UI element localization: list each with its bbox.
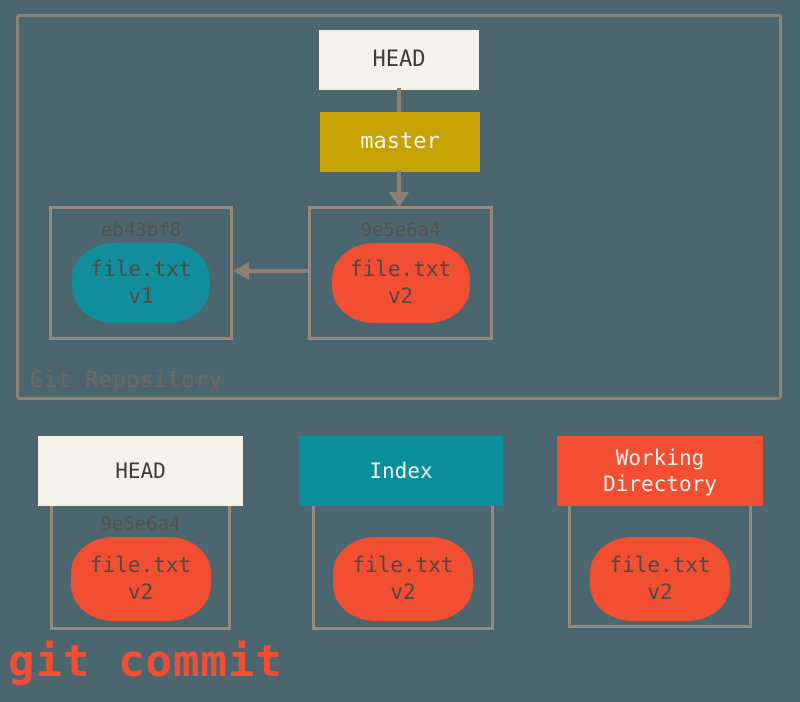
index-area-header: Index: [299, 436, 503, 506]
commit-box-parent: eb43bf8 file.txt v1: [49, 206, 233, 340]
file-name: file.txt: [90, 257, 192, 282]
git-repository-container: [16, 14, 782, 400]
file-blob-v1: file.txt v1: [72, 243, 210, 323]
commit-hash: 9e5e6a4: [100, 513, 181, 535]
file-name: file.txt: [609, 553, 711, 578]
file-name: file.txt: [89, 553, 192, 578]
index-area-box: file.txt v2: [312, 492, 494, 630]
file-version: v1: [128, 284, 154, 308]
file-name: file.txt: [349, 257, 452, 282]
master-branch-label: master: [360, 129, 440, 155]
master-branch-box: master: [320, 112, 480, 172]
working-directory-area-box: file.txt v2: [568, 492, 752, 628]
commit-box-current: 9e5e6a4 file.txt v2: [308, 206, 493, 340]
file-version: v2: [647, 580, 673, 604]
commit-hash: 9e5e6a4: [360, 219, 441, 241]
arrow-down-icon: [389, 192, 409, 207]
head-area-title: HEAD: [115, 458, 166, 483]
git-command-caption: git commit: [8, 636, 283, 687]
file-version: v2: [127, 580, 154, 604]
commit-hash: eb43bf8: [100, 219, 182, 241]
file-name: file.txt: [352, 553, 454, 578]
file-version: v2: [387, 284, 414, 308]
git-repository-label: Git Repository: [30, 368, 223, 393]
head-pointer-label: HEAD: [372, 47, 426, 73]
file-version: v2: [390, 580, 416, 604]
working-directory-area-title: Working Directory: [603, 445, 717, 496]
head-to-master-connector: [397, 88, 401, 114]
file-blob-v2: file.txt v2: [333, 537, 473, 621]
index-area-title: Index: [369, 458, 433, 483]
head-area-header: HEAD: [38, 436, 243, 506]
commit-parent-arrow-line: [248, 269, 308, 273]
arrow-left-icon: [233, 262, 249, 280]
head-area-box: 9e5e6a4 file.txt v2: [50, 492, 231, 630]
file-blob-v2: file.txt v2: [70, 537, 211, 621]
master-to-commit-arrow-line: [397, 170, 401, 193]
file-blob-v2: file.txt v2: [590, 537, 730, 621]
file-blob-v2: file.txt v2: [331, 243, 470, 323]
working-directory-area-header: Working Directory: [557, 436, 763, 506]
head-pointer-box: HEAD: [319, 30, 479, 90]
